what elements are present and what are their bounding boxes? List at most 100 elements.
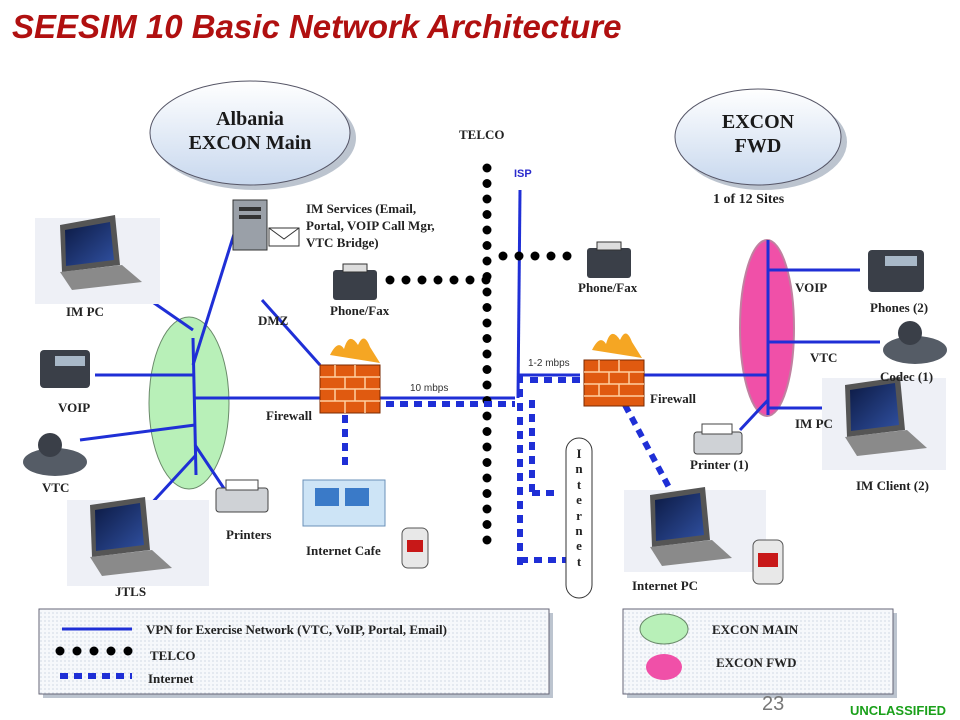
- legend-vpn-label: VPN for Exercise Network (VTC, VoIP, Por…: [146, 622, 447, 637]
- legend-right: [622, 608, 897, 698]
- excon-main-hub: [148, 316, 230, 490]
- telco-dot: [482, 380, 492, 390]
- internet-cafe-label: Internet Cafe: [306, 543, 381, 558]
- telco-dot: [481, 275, 491, 285]
- voip-right-label: VOIP: [795, 280, 828, 295]
- telco-dot: [482, 334, 492, 343]
- vtc-codec-icon: [883, 321, 947, 364]
- telco-dot: [433, 275, 443, 285]
- telco-dot: [482, 473, 492, 483]
- firewall-right-icon: [583, 333, 645, 407]
- laptop-icon: [67, 497, 209, 586]
- codec-1-label: Codec (1): [880, 369, 934, 384]
- firewall-left-label: Firewall: [266, 408, 312, 423]
- telco-dot: [482, 256, 492, 266]
- printer-icon: [693, 423, 743, 455]
- telco-dot: [482, 427, 492, 436]
- telco-dot: [385, 275, 395, 285]
- cell-phone-icon: [752, 539, 784, 585]
- albania-excon-main-oval: [149, 80, 356, 190]
- telco-dot: [449, 275, 459, 285]
- cell-phone-icon: [401, 527, 429, 569]
- telco-dot: [482, 287, 492, 297]
- excon-fwd-oval: [674, 88, 847, 190]
- telco-dot: [514, 251, 524, 261]
- vpn-lines-left: [79, 189, 768, 507]
- internet-letter: t: [576, 553, 582, 569]
- phones-2-label: Phones (2): [870, 300, 929, 315]
- vtc-left-label: VTC: [42, 480, 70, 495]
- firewall-left-icon: [319, 338, 381, 414]
- laptop-icon: [822, 377, 946, 470]
- telco-dots: [385, 163, 572, 545]
- voip-left-label: VOIP: [58, 400, 91, 415]
- telco-dot: [417, 275, 427, 285]
- legend-internet-label: Internet: [148, 671, 194, 686]
- internet-letter: n: [575, 461, 583, 477]
- internet-cafe-icon: [302, 479, 386, 527]
- telco-dot: [482, 365, 492, 374]
- internet-letter: n: [575, 523, 583, 539]
- telco-dot: [482, 504, 492, 514]
- phone-icon: [40, 350, 90, 388]
- telco-dot: [482, 535, 492, 545]
- albania-excon-main-label: Albania EXCON Main: [188, 108, 312, 154]
- telco-dot: [482, 179, 492, 188]
- telco-dot: [482, 318, 492, 328]
- telco-dot: [482, 241, 492, 250]
- legend-left: [38, 608, 553, 698]
- vtc-codec-icon: [23, 433, 87, 476]
- phone-fax-right-label: Phone/Fax: [578, 280, 638, 295]
- fax-icon: [587, 241, 631, 278]
- internet-pc-label: Internet PC: [632, 578, 699, 593]
- isp-label: ISP: [514, 168, 532, 180]
- im-pc-label: IM PC: [66, 304, 104, 319]
- excon-fwd-label: EXCON FWD: [721, 111, 795, 157]
- telco-dot: [465, 275, 475, 285]
- vtc-right-label: VTC: [810, 350, 838, 365]
- vpn-lines-right: [738, 240, 880, 432]
- classification-label: UNCLASSIFIED: [849, 703, 946, 718]
- im-services-label: IM Services (Email, Portal, VOIP Call Mg…: [306, 201, 435, 250]
- internet-letter: t: [576, 476, 582, 492]
- telco-dot: [482, 520, 492, 529]
- telco-dot: [562, 251, 572, 261]
- printers-label: Printers: [226, 527, 272, 542]
- 1-2mbps-label: 1-2 mbps: [528, 358, 570, 369]
- telco-dot: [482, 411, 492, 421]
- internet-letter: e: [576, 492, 582, 508]
- telco-dot: [401, 275, 411, 285]
- telco-dot: [482, 225, 492, 235]
- internet-cloud-vertical: [565, 437, 593, 599]
- legend-telco-label: TELCO: [150, 648, 196, 663]
- internet-dashed-lines: [342, 375, 675, 565]
- telco-dot: [482, 442, 492, 452]
- laptop-icon: [35, 215, 160, 304]
- page-number: 23: [762, 693, 785, 715]
- telco-dot: [482, 458, 492, 467]
- internet-letter: r: [576, 507, 582, 523]
- telco-dot: [482, 303, 492, 312]
- phone-icon: [868, 250, 924, 292]
- im-pc-right-label: IM PC: [795, 416, 833, 431]
- jtls-label: JTLS: [115, 584, 147, 599]
- phone-fax-left-label: Phone/Fax: [330, 303, 390, 318]
- internet-letter: I: [576, 446, 582, 461]
- telco-dot: [482, 194, 492, 204]
- 10mbps-label: 10 mbps: [410, 383, 449, 394]
- telco-dot: [482, 489, 492, 498]
- printer-icon: [215, 479, 269, 513]
- telco-dot: [498, 251, 508, 261]
- internet-letter: e: [576, 538, 582, 554]
- legend-excon-main-label: EXCON MAIN: [712, 622, 799, 637]
- telco-dot: [482, 210, 492, 219]
- telco-label: TELCO: [459, 127, 505, 142]
- fax-icon: [333, 263, 377, 300]
- page-title: SEESIM 10 Basic Network Architecture: [12, 8, 622, 45]
- dmz-label: DMZ: [258, 313, 289, 328]
- telco-dot: [482, 349, 492, 359]
- sites-label: 1 of 12 Sites: [713, 192, 785, 207]
- laptop-icon: [624, 487, 766, 572]
